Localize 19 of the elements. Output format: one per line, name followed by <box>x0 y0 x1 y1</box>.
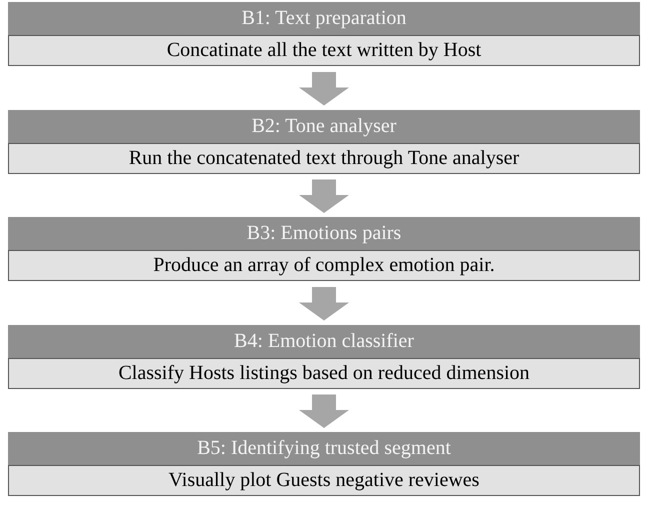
step-description: Classify Hosts listings based on reduced dimension <box>8 358 640 388</box>
step-description: Run the concatenated text through Tone analyser <box>8 142 640 174</box>
step-heading: B4: Emotion classifier <box>8 324 640 358</box>
step-block <box>8 217 640 281</box>
step-description: Concatinate all the text written by Host <box>8 35 640 66</box>
block-arrow <box>299 180 349 213</box>
step-block <box>8 324 640 388</box>
step-block <box>8 2 640 66</box>
block-arrow <box>299 394 349 428</box>
block-arrow <box>299 287 349 320</box>
step-block <box>8 110 640 174</box>
step-heading: B2: Tone analyser <box>8 110 640 142</box>
step-block <box>8 432 640 496</box>
step-heading: B1: Text preparation <box>8 2 640 35</box>
block-arrow <box>299 72 349 106</box>
step-heading: B3: Emotions pairs <box>8 217 640 250</box>
step-description: Produce an array of complex emotion pair. <box>8 250 640 281</box>
step-description: Visually plot Guests negative reviewes <box>8 465 640 496</box>
step-heading: B5: Identifying trusted segment <box>8 432 640 465</box>
